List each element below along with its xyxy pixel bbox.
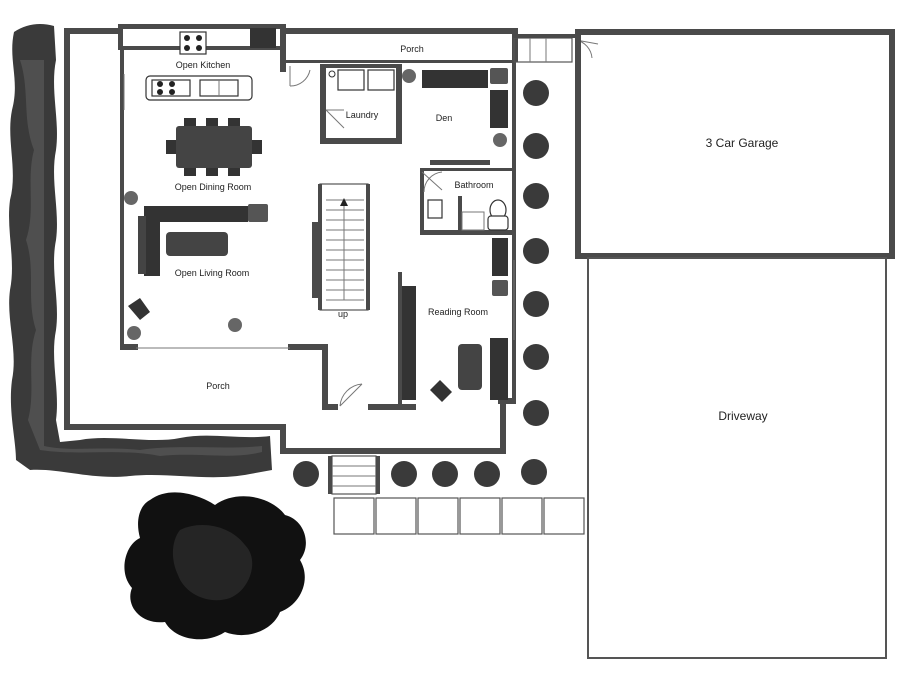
bathroom-fixtures xyxy=(427,199,509,231)
plant-icon xyxy=(124,69,507,340)
room-labels: Open Kitchen Open Dining Room Open Livin… xyxy=(175,44,779,423)
laundry-appliances xyxy=(328,69,395,91)
label-open-living-room: Open Living Room xyxy=(175,268,250,278)
label-open-dining-room: Open Dining Room xyxy=(175,182,252,192)
house-walls xyxy=(64,24,518,454)
doors xyxy=(289,39,599,407)
label-reading-room: Reading Room xyxy=(428,307,488,317)
garage xyxy=(575,29,895,259)
stove-icon xyxy=(179,31,207,55)
fridge-icon xyxy=(250,28,276,48)
label-open-kitchen: Open Kitchen xyxy=(176,60,231,70)
label-garage: 3 Car Garage xyxy=(706,136,779,150)
label-porch-top: Porch xyxy=(400,44,424,54)
porch-steps xyxy=(513,34,576,63)
washer-icon xyxy=(337,69,365,91)
label-den: Den xyxy=(436,113,453,123)
staircase xyxy=(312,183,370,311)
label-stairs-up: up xyxy=(338,309,348,319)
label-bathroom: Bathroom xyxy=(454,180,493,190)
label-laundry: Laundry xyxy=(346,110,379,120)
label-porch-bottom: Porch xyxy=(206,381,230,391)
walkway-pavers xyxy=(333,497,585,535)
den-furniture xyxy=(422,68,508,128)
label-driveway: Driveway xyxy=(718,409,767,423)
room-outlines xyxy=(123,74,515,349)
front-steps xyxy=(328,455,380,495)
driveway xyxy=(587,257,887,659)
dining-table xyxy=(166,118,262,176)
living-sofa xyxy=(128,204,268,320)
tree-icon xyxy=(124,492,306,640)
reading-room-furniture xyxy=(402,238,508,402)
hedge-icon xyxy=(9,24,272,478)
kitchen xyxy=(145,28,276,101)
dryer-icon xyxy=(367,69,395,91)
shrub-icon xyxy=(293,80,549,487)
